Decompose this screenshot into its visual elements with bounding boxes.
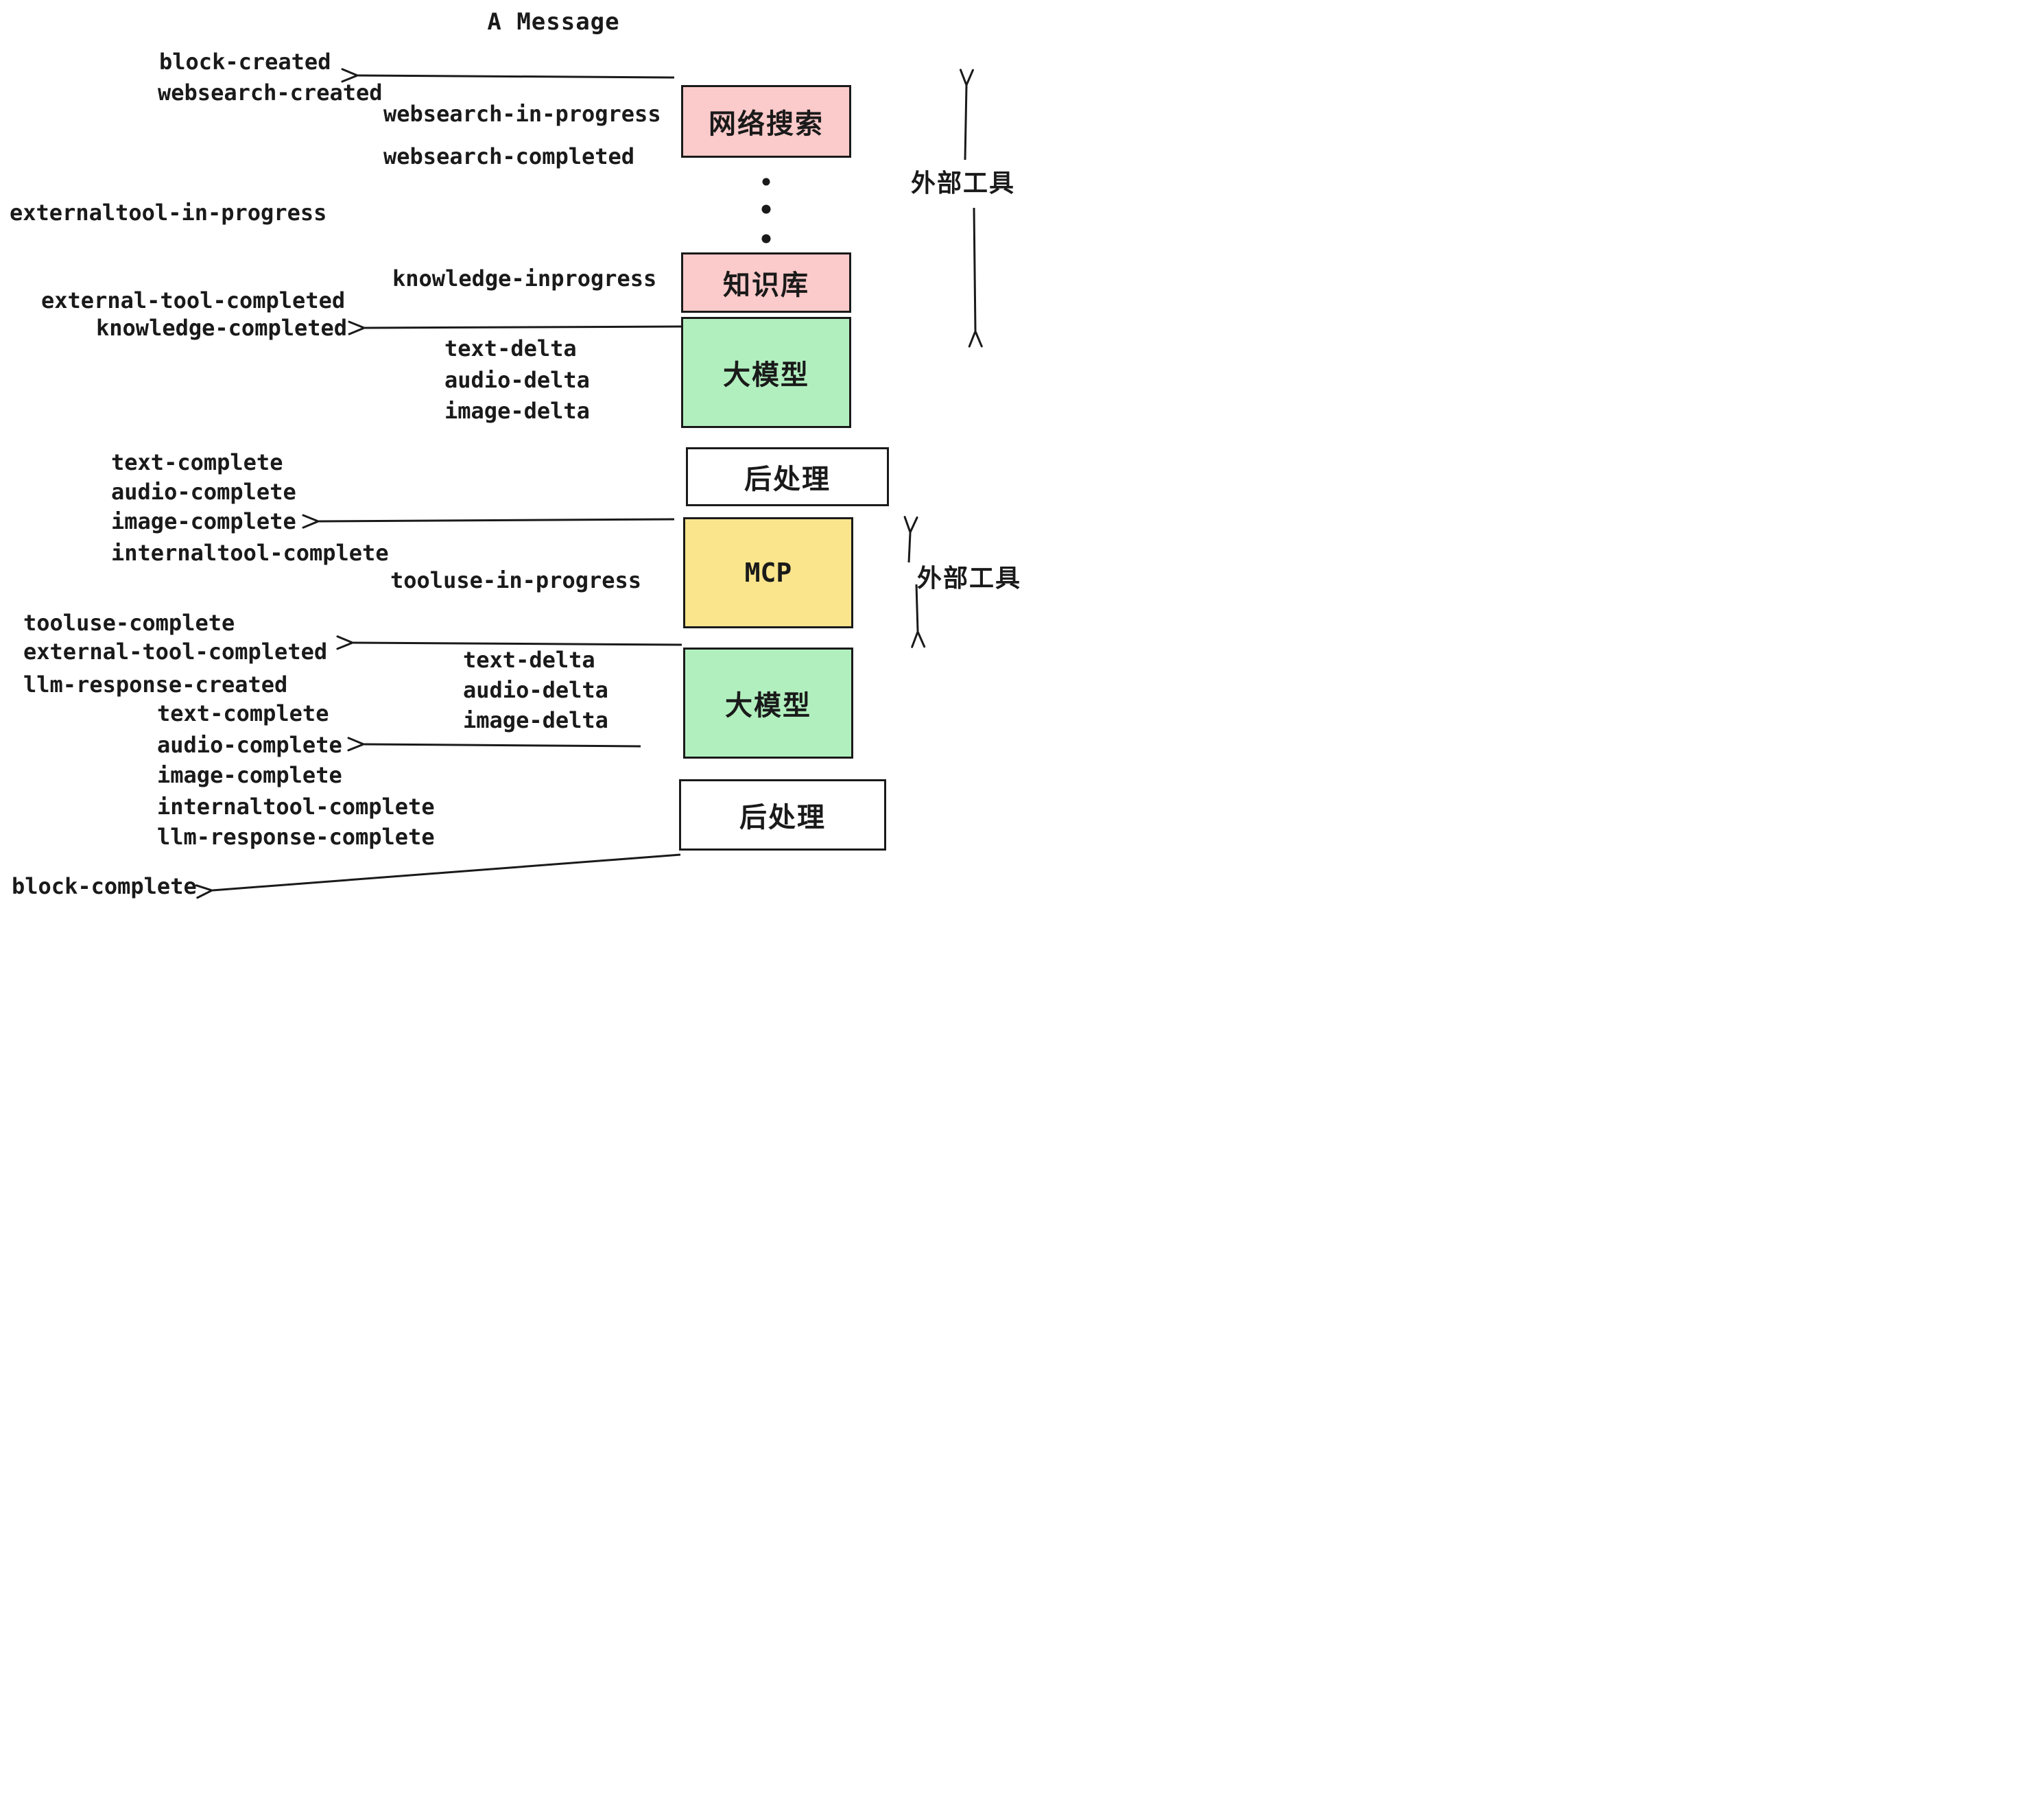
box-mcp: MCP [683,517,853,628]
box-llm-bottom: 大模型 [683,648,853,759]
event-label-audio-complete: audio-complete [111,479,296,505]
event-label-audio-delta: audio-delta [444,367,590,393]
arrow-audio-complete [347,737,641,752]
event-label-external-tool-completed-2: external-tool-completed [23,639,328,665]
external-tools-mcp-label: 外部工具 [917,565,1022,593]
event-label-audio-delta-2: audio-delta [463,677,608,703]
event-label-external-tool-completed: external-tool-completed [41,287,346,313]
arrow-knowledge-completed [348,320,682,335]
box-llm-top: 大模型 [681,317,851,428]
event-label-tooluse-in-progress: tooluse-in-progress [390,567,642,593]
event-label-text-delta: text-delta [444,335,577,361]
event-label-image-delta-2: image-delta [463,707,608,733]
event-label-block-created: block-created [159,49,331,75]
ellipsis-dots [761,178,771,244]
event-label-websearch-completed: websearch-completed [383,143,635,169]
arrow-image-complete [302,514,675,529]
mcp-external-tools-up-arrow [903,516,918,563]
box-knowledge: 知识库 [681,252,851,313]
box-websearch-label: 网络搜索 [709,108,824,140]
arrow-block-complete [195,853,681,899]
event-label-internaltool-complete: internaltool-complete [111,540,389,566]
event-label-text-complete: text-complete [111,449,283,475]
event-label-text-complete-2: text-complete [157,700,329,726]
event-label-websearch-created: websearch-created [158,80,383,106]
box-llm-top-label: 大模型 [723,359,809,391]
diagram-title: A Message [487,8,620,36]
box-knowledge-label: 知识库 [723,270,809,301]
event-label-externaltool-in-progress: externaltool-in-progress [10,200,327,226]
event-label-text-delta-2: text-delta [463,647,595,673]
external-tools-up-arrow [959,69,974,161]
event-label-tooluse-complete: tooluse-complete [23,610,235,636]
event-label-llm-response-complete: llm-response-complete [157,824,435,850]
box-websearch: 网络搜索 [681,85,851,158]
event-label-knowledge-completed: knowledge-completed [96,315,348,341]
external-tools-top-label: 外部工具 [911,169,1016,198]
event-label-audio-complete-2: audio-complete [157,732,342,758]
box-postprocess-bottom-label: 后处理 [739,802,826,833]
event-label-block-complete: block-complete [12,873,197,899]
event-label-knowledge-inprogress: knowledge-inprogress [392,265,657,292]
event-label-internaltool-complete-2: internaltool-complete [157,794,435,820]
box-llm-bottom-label: 大模型 [725,690,811,722]
event-label-image-complete-2: image-complete [157,762,342,788]
box-postprocess-top-label: 后处理 [744,464,831,495]
event-label-image-complete: image-complete [111,508,296,534]
external-tools-down-arrow [968,207,983,348]
box-mcp-label: MCP [744,558,792,588]
box-postprocess-bottom: 后处理 [679,779,886,851]
event-label-image-delta: image-delta [444,398,590,424]
arrow-block-created [341,68,675,83]
event-label-llm-response-created: llm-response-created [23,672,288,698]
event-label-websearch-in-progress: websearch-in-progress [383,101,661,127]
arrow-tooluse-complete [336,635,682,650]
message-flow-diagram: A Message 网络搜索 知识库 大模型 后处理 MCP 大模型 后处理 外… [0,0,1022,902]
box-postprocess-top: 后处理 [686,447,889,506]
